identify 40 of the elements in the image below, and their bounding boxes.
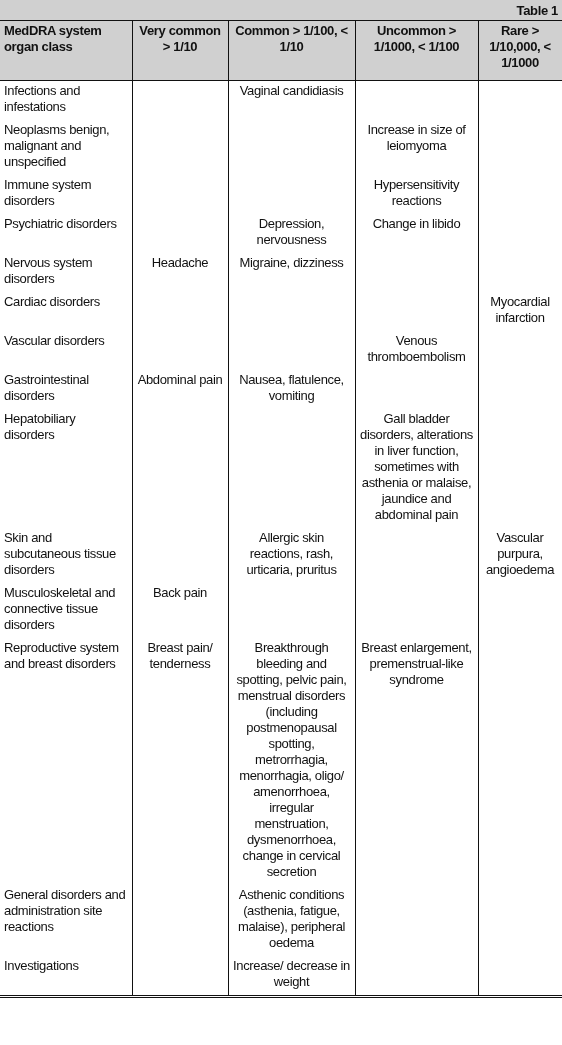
table-cell-text: Increase/ decrease in weight	[232, 957, 351, 991]
row-header: Reproductive system and breast disorders	[3, 639, 120, 673]
row-header: Investigations	[3, 957, 80, 975]
table-cell-text: Nausea, flatulence, vomiting	[238, 371, 345, 405]
table-cell-text: Migraine, dizziness	[238, 254, 345, 272]
row-header: Skin and subcutaneous tissue disorders	[3, 529, 117, 579]
table-cell-text: Vaginal candidiasis	[238, 82, 345, 100]
table-cell-text: Asthenic conditions (asthenia, fatigue, malaise), peripheral oedema	[236, 886, 347, 952]
column-header: Very common > 1/10	[138, 22, 222, 56]
table-cell-text: Breast pain/ tenderness	[146, 639, 214, 673]
row-header: Immune system disorders	[3, 176, 93, 210]
table-cell-text: Gall bladder disorders, alterations in liver function, sometimes with asthenia or malaise, jaundice and abdominal pain	[359, 410, 474, 524]
row-header: Infections and infestations	[3, 82, 82, 116]
row-header: Musculoskeletal and connective tissue disorders	[3, 584, 117, 634]
table-cell-text: Breast enlargement, premenstrual-like syndrome	[360, 639, 473, 689]
column-header: Rare > 1/10,000, < 1/1000	[488, 22, 552, 72]
column-header: Common > 1/100, < 1/10	[234, 22, 349, 56]
table-cell-text: Allergic skin reactions, rash, urticaria, pruritus	[245, 529, 338, 579]
table-cell-text: Breakthrough bleeding and spotting, pelvic pain, menstrual disorders (including postmenopausal spotting, metrorrhagia, menorrhagia, oligo/ amenorrhoea, irregular menstruation, dysmenorrhoea, change in cervical secretion	[235, 639, 348, 881]
table-cell-text: Depression, nervousness	[255, 215, 328, 249]
table-number: Table 1	[516, 2, 558, 18]
column-header: Uncommon > 1/1000, < 1/100	[372, 22, 461, 56]
table-cell-text: Hypersensitivity reactions	[372, 176, 461, 210]
table-cell-text: Increase in size of leiomyoma	[366, 121, 467, 155]
table-cell-text: Change in libido	[371, 215, 462, 233]
row-header: Neoplasms benign, malignant and unspecified	[3, 121, 111, 171]
row-header: Cardiac disorders	[3, 293, 101, 311]
table-cell-text: Abdominal pain	[136, 371, 224, 389]
row-header: Gastrointestinal disorders	[3, 371, 90, 405]
column-header: MedDRA system organ class	[3, 22, 103, 56]
table-cell-text: Headache	[150, 254, 210, 272]
table-cell-text: Venous thromboembolism	[366, 332, 467, 366]
row-header: Psychiatric disorders	[3, 215, 118, 233]
table-cell-text: Back pain	[152, 584, 208, 602]
row-header: Nervous system disorders	[3, 254, 94, 288]
table-cell-text: Vascular purpura, angioedema	[484, 529, 556, 579]
table-cell-text: Myocardial infarction	[489, 293, 551, 327]
row-header: Hepatobiliary disorders	[3, 410, 77, 444]
row-header: Vascular disorders	[3, 332, 106, 350]
row-header: General disorders and administration site reactions	[3, 886, 127, 936]
